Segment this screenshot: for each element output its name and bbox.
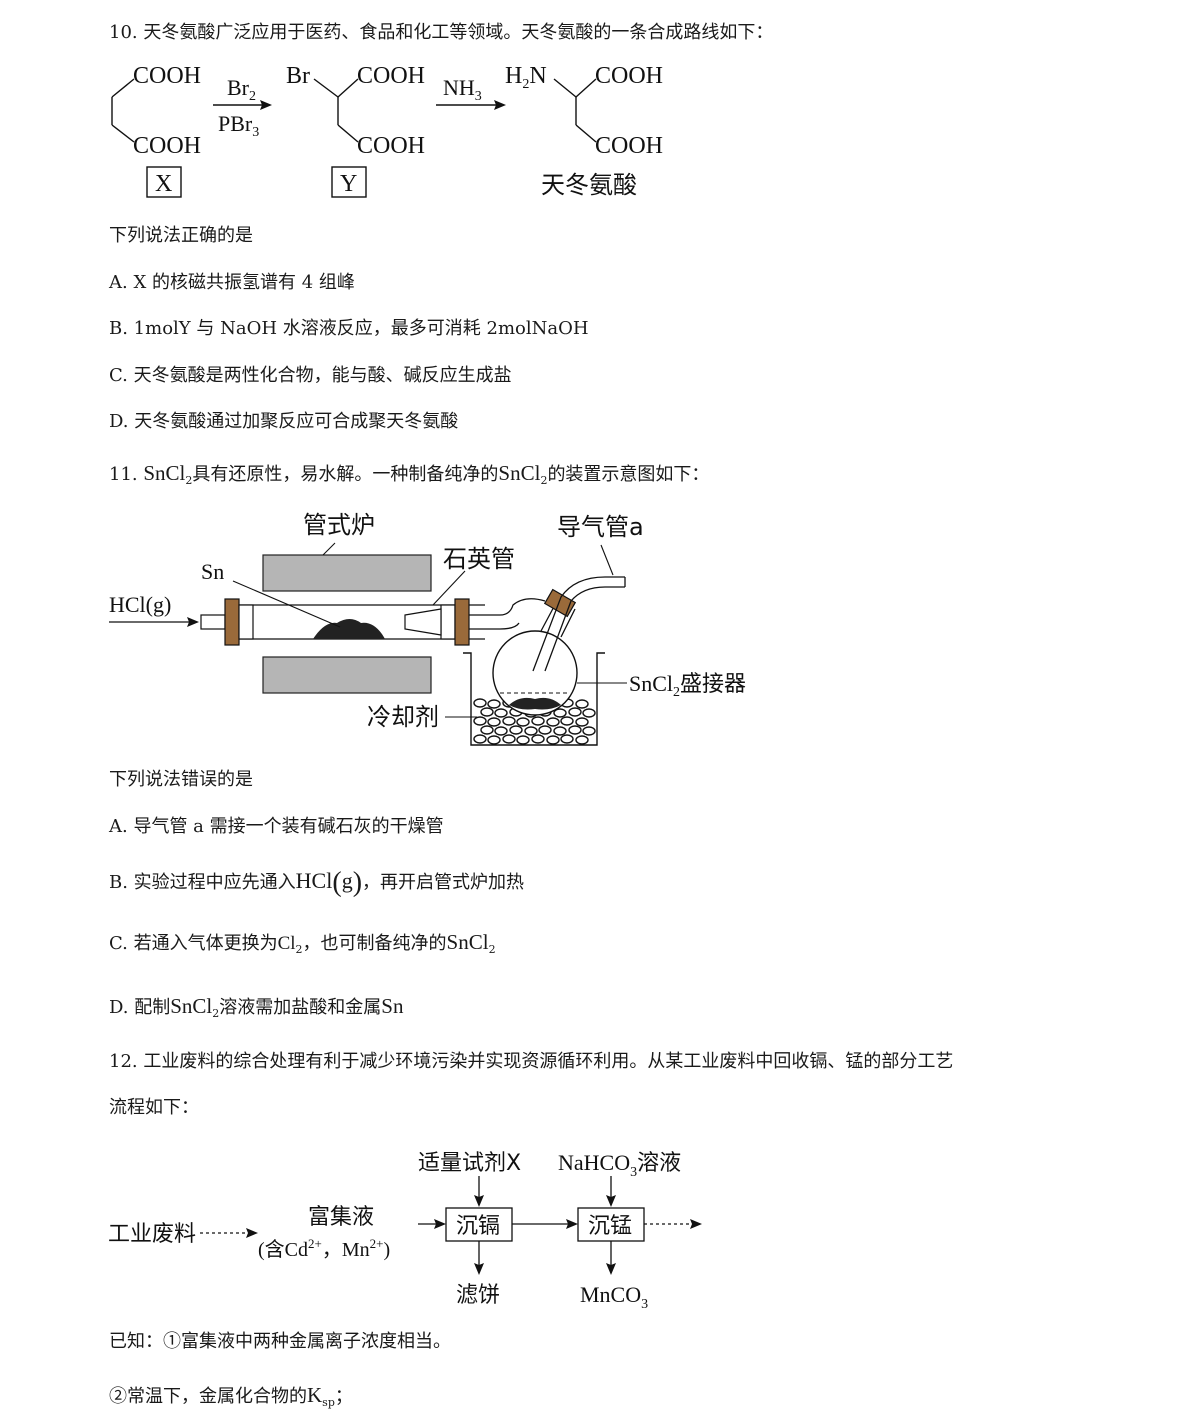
q11-option-d: D. 配制SnCl2溶液需加盐酸和金属Sn [109, 994, 404, 1020]
y-cooh-bottom: COOH [357, 133, 425, 159]
q12-known-1: 已知：①富集液中两种金属离子浓度相当。 [109, 1331, 451, 1352]
furnace-leader [322, 542, 336, 556]
receiver-flask [492, 630, 578, 716]
compound-x [111, 78, 135, 143]
compound-y [313, 78, 359, 143]
sn-label: Sn [201, 559, 224, 584]
precipitate-cd-label: 沉镉 [456, 1214, 500, 1239]
product-h2n: H2N [505, 63, 547, 92]
q10-reaction-scheme: COOH COOH X Br2 PBr3 Br COOH COOH Y NH3 … [111, 63, 663, 199]
flow-arrow-2-head [434, 1219, 446, 1229]
reagent-nh3: NH3 [443, 75, 482, 104]
product-name: 天冬氨酸 [541, 171, 637, 199]
furnace-top-block [262, 554, 432, 592]
sn-leader [232, 580, 341, 628]
reagent-x-label: 适量试剂X [418, 1151, 521, 1176]
y-br: Br [286, 63, 310, 89]
q11-option-c: C. 若通入气体更换为Cl2，也可制备纯净的SnCl2 [109, 930, 496, 956]
q11-apparatus-figure: 管式炉 导气管a Sn 石英管 HCl(g) SnCl2盛接器 冷却剂 [109, 511, 746, 746]
y-cooh-top: COOH [357, 63, 425, 89]
right-flange [440, 604, 456, 640]
product-cooh-top: COOH [595, 63, 663, 89]
nahco3-arrow-head [606, 1195, 616, 1207]
filter-cake-label: 滤饼 [456, 1283, 500, 1308]
x-label: X [155, 171, 172, 197]
flow-arrow-3-head [566, 1219, 578, 1229]
x-cooh-bottom: COOH [133, 133, 201, 159]
q10-option-b: B. 1molY 与 NaOH 水溶液反应，最多可消耗 2molNaOH [109, 318, 589, 339]
enrich-label: 富集液 [308, 1205, 374, 1230]
furnace-label: 管式炉 [303, 511, 375, 539]
q12-process-flow: 工业废料 富集液 (含Cd2+，Mn2+) 沉镉 适量试剂X 滤饼 沉锰 NaH… [108, 1150, 702, 1312]
x-cooh-top: COOH [133, 63, 201, 89]
product-skeleton [553, 78, 597, 143]
q10-prompt: 下列说法正确的是 [109, 225, 253, 246]
gas-pipe-a-left [532, 576, 625, 672]
outlet-tube-top [469, 598, 546, 616]
quartz-label: 石英管 [443, 545, 515, 573]
gas-pipe-a-right [544, 586, 625, 672]
right-stopper [454, 598, 470, 646]
coolant-label: 冷却剂 [367, 703, 439, 731]
y-label-box [331, 166, 367, 198]
q11-stem: 11. SnCl2具有还原性，易水解。一种制备纯净的SnCl2的装置示意图如下： [109, 461, 710, 487]
flow-arrow-4-head [690, 1219, 702, 1229]
q11-prompt: 下列说法错误的是 [109, 769, 253, 790]
arrow-2-head [494, 100, 506, 110]
outlet-tube-bottom [469, 622, 520, 630]
right-inner-taper [404, 608, 442, 636]
mnco3-arrow-head [606, 1263, 616, 1275]
hcl-arrow-head [187, 617, 199, 627]
reagent-x-arrow-head [474, 1195, 484, 1207]
q10-option-c: C. 天冬氨酸是两性化合物，能与酸、碱反应生成盐 [109, 365, 512, 386]
y-label: Y [340, 171, 357, 197]
quartz-leader [432, 570, 466, 606]
nahco3-label: NaHCO3溶液 [558, 1150, 681, 1180]
q10-option-d: D. 天冬氨酸通过加聚反应可合成聚天冬氨酸 [109, 411, 459, 432]
left-stopper [224, 598, 240, 646]
collected-sncl2 [509, 697, 561, 710]
hcl-label: HCl(g) [109, 592, 171, 617]
beaker [463, 652, 605, 746]
furnace-bottom-block [262, 656, 432, 694]
arrow-1-head [260, 100, 272, 110]
q11-option-a: A. 导气管 a 需接一个装有碱石灰的干燥管 [109, 816, 444, 837]
q11-option-b: B. 实验过程中应先通入HCl(g)，再开启管式炉加热 [109, 867, 525, 898]
q10-option-a: A. X 的核磁共振氢谱有 4 组峰 [109, 272, 355, 293]
left-inlet-nozzle [200, 614, 226, 630]
q10-stem: 10. 天冬氨酸广泛应用于医药、食品和化工等领域。天冬氨酸的一条合成路线如下： [109, 22, 774, 43]
pipe-a-leader [600, 544, 614, 576]
flask-neck-right [560, 608, 576, 638]
pipe-a-label: 导气管a [557, 513, 644, 541]
q12-known-2: ②常温下，金属化合物的Ksp； [109, 1383, 353, 1409]
flow-start-label: 工业废料 [108, 1222, 196, 1247]
precipitate-mn-label: 沉锰 [588, 1214, 632, 1239]
receiver-label: SnCl2盛接器 [629, 671, 746, 700]
sn-sample [313, 619, 385, 639]
q12-stem-line1: 12. 工业废料的综合处理有利于减少环境污染并实现资源循环利用。从某工业废料中回… [109, 1051, 954, 1072]
reagent-br2: Br2 [227, 75, 256, 104]
enrich-contents: (含Cd2+，Mn2+) [258, 1236, 390, 1261]
left-flange [238, 604, 254, 640]
x-label-box [146, 166, 182, 198]
q12-stem-line2: 流程如下： [109, 1097, 199, 1118]
mnco3-label: MnCO3 [580, 1282, 648, 1312]
product-cooh-bottom: COOH [595, 133, 663, 159]
reagent-pbr3: PBr3 [218, 111, 259, 140]
flow-arrow-1-head [246, 1228, 258, 1238]
filter-cake-arrow-head [474, 1263, 484, 1275]
